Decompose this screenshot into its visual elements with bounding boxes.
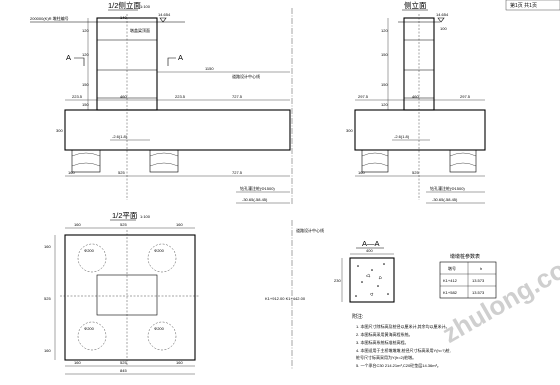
notes-block: 附注: 1. 本图尺寸除标高及桩径以厘米计,其余均以厘米计。 2. 本图标高采用…: [352, 313, 451, 368]
footing-height: 300: [56, 128, 63, 133]
side-footing-height: 300: [346, 128, 353, 133]
pier-dim-3: 150: [82, 82, 89, 87]
side-pier-dim-1: 120: [381, 28, 388, 33]
sheet-label: 第1页 共1页: [510, 2, 537, 9]
notes-title: 附注:: [352, 313, 363, 320]
side-pier-dim-4: 120: [381, 102, 388, 107]
plan-side-dim-2: 525: [44, 296, 51, 301]
pile-dia-label-2: Φ200: [154, 248, 165, 253]
param-table: 墩墩桩参数表 墩号 h K1+412 13.573 K1+582 13.573: [439, 253, 497, 299]
section-aa-view: A—A 400 230: [334, 239, 395, 303]
plan-top-dim-1: 160: [74, 222, 81, 227]
param-row2-pier: K1+582: [443, 290, 458, 295]
cap-label: 墩盖梁顶面: [130, 27, 150, 33]
section-marker-left: A: [66, 53, 71, 62]
param-row1-h: 13.573: [472, 278, 485, 283]
side-elevation-title: 侧立面: [404, 0, 427, 10]
note-1: 1. 本图尺寸除标高及桩径以厘米计,其余均以厘米计。: [356, 323, 450, 329]
pile-edge: 160: [68, 170, 75, 175]
side-left-offset: 297.5: [358, 94, 369, 99]
elevation-half-title: 1/2侧立面: [108, 0, 141, 10]
section-aa-height: 230: [334, 278, 341, 283]
plan-top-dim-3: 160: [176, 222, 183, 227]
pier-top-elev: 14.654: [158, 12, 171, 17]
centerline-label-top: 道路设计中心线: [232, 73, 260, 79]
side-pile-edge: 160: [358, 170, 365, 175]
side-pile-spacing: 525: [412, 170, 419, 175]
plan-centerline-label: 道路设计中心线: [296, 227, 324, 233]
plan-half-view: 1/2平面 1:100 160 525 160 Φ200 Φ200 Φ200 Φ…: [44, 211, 324, 375]
footing-right-bottom: 727.5: [232, 170, 243, 175]
pile-spacing: 525: [118, 170, 125, 175]
elevation-half-view: 1/2侧立面 1:100 200000(K)R 墩柱编号 14.654 墩盖梁顶…: [30, 0, 293, 205]
pier-dim-2: 120: [82, 52, 89, 57]
param-header-pier: 墩号: [448, 265, 456, 271]
param-header-h: h: [480, 266, 482, 271]
plan-total-width: 845: [120, 368, 127, 373]
side-elevation-view: 侧立面 14.654 100 120 150 150 120 297.5 460…: [346, 0, 486, 204]
side-footing-bottom-elev: -2.6(1.8): [394, 134, 410, 139]
side-pier-dim-3: 150: [381, 82, 388, 87]
note-3: 3. 本图标高系统标准桩高程。: [356, 339, 408, 345]
note-2: 2. 本图标高采用黄海高程系统。: [356, 331, 412, 337]
side-pile-tip-elev: -30.65(-58.45): [432, 197, 458, 202]
note-4-cont: 桩号尺寸标高采用为Y(h=2)桩墩。: [356, 354, 416, 360]
span-dim: 1150: [205, 66, 214, 71]
concrete-hatch: [355, 263, 389, 297]
param-row2-h: 13.573: [472, 290, 485, 295]
plan-side-dim-3: 160: [44, 348, 51, 353]
plan-station: K1+912.00 K1+442.00: [265, 296, 306, 301]
elevation-half-scale: 1:100: [140, 4, 151, 9]
plan-top-dim-2: 525: [120, 222, 127, 227]
side-pier-top-elev: 14.654: [436, 12, 449, 17]
section-aa-width: 400: [366, 248, 373, 253]
param-row1-pier: K1+412: [443, 278, 458, 283]
footing-bottom-elev: -2.6(1.8): [112, 134, 128, 139]
pile-dia-label-4: Φ200: [154, 326, 165, 331]
pier-dim-1: 120: [82, 28, 89, 33]
section-aa-title: A—A: [362, 239, 380, 248]
sheet-info: 第1页 共1页: [505, 0, 560, 11]
side-pile-label: 钻孔灌注桩(Φ1500): [430, 185, 465, 191]
side-pier-dim-2: 150: [381, 52, 388, 57]
left-offset: 223.5: [72, 94, 83, 99]
plan-bottom-dim-1: 160: [74, 360, 81, 365]
side-mid-width: 460: [412, 94, 419, 99]
pile-label: 钻孔灌注桩(Φ1500): [240, 185, 275, 191]
pier-dim-4: 150: [82, 102, 89, 107]
footing-right: 727.5: [232, 94, 243, 99]
note-5: 5. 一个承台C30 214.21m³,C20砼垫层14.36m³。: [356, 362, 441, 368]
pier-number-label: 200000(K)R 墩柱编号: [30, 15, 69, 21]
plan-bottom-dim-3: 160: [176, 360, 183, 365]
plan-half-scale: 1:100: [140, 214, 151, 219]
side-cap-height: 100: [440, 26, 447, 31]
plan-half-title: 1/2平面: [112, 211, 138, 220]
pile-tip-elev: -30.65(-58.45): [242, 197, 268, 202]
section-marker-right: A: [178, 53, 183, 62]
plan-side-dim-1: 160: [44, 244, 51, 249]
param-table-title: 墩墩桩参数表: [450, 253, 480, 260]
right-offset: 223.5: [175, 94, 186, 99]
note-4: 4. 本图适用于主桥墩墩墩,桩径尺寸标高采用Y(h=?)桩,: [356, 347, 451, 353]
mid-width: 460: [120, 94, 127, 99]
plan-bottom-dim-2: 525: [120, 360, 127, 365]
pile-dia-label-3: Φ200: [84, 326, 95, 331]
pile-dia-label-1: Φ200: [84, 248, 95, 253]
side-right-offset: 297.5: [460, 94, 471, 99]
